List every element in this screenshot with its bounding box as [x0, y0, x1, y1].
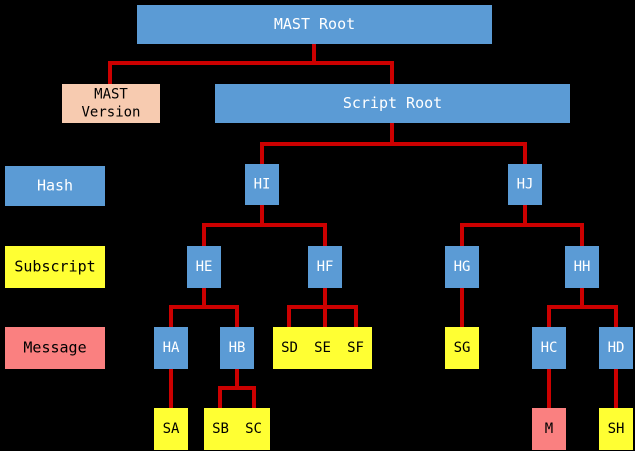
node-HB[interactable]: HB — [220, 327, 254, 369]
node-SF-label: SF — [347, 340, 364, 356]
legend-item-subscript[interactable]: Subscript — [5, 246, 105, 288]
node-SA[interactable]: SA — [154, 408, 188, 450]
node-HJ[interactable]: HJ — [508, 164, 542, 205]
node-script_root-rect — [215, 84, 570, 123]
edge-mast_root-to-script_root — [312, 44, 394, 84]
node-SH-rect — [599, 408, 633, 450]
node-SC-label: SC — [245, 421, 262, 437]
node-HF-rect — [308, 246, 342, 288]
edge-HH-to-HD — [580, 288, 618, 327]
edge-HI-to-HF — [260, 205, 327, 246]
edges-layer — [108, 44, 618, 408]
node-mast_root-rect — [137, 5, 492, 44]
legend-item-subscript-rect — [5, 246, 105, 288]
node-SD-label: SD — [281, 340, 298, 356]
node-SB[interactable]: SB — [204, 408, 237, 450]
node-SC[interactable]: SC — [237, 408, 270, 450]
node-SA-rect — [154, 408, 188, 450]
legend-item-subscript-label: Subscript — [14, 258, 95, 276]
node-SB-rect — [204, 408, 237, 450]
node-HB-label: HB — [229, 340, 246, 356]
edge-script_root-to-HJ — [390, 123, 527, 164]
node-HA-label: HA — [163, 340, 180, 356]
node-HF-label: HF — [317, 259, 334, 275]
node-HG-rect — [445, 246, 479, 288]
legend-item-message-label: Message — [23, 339, 86, 357]
node-HD[interactable]: HD — [599, 327, 633, 369]
node-SA-label: SA — [163, 421, 180, 437]
node-HF[interactable]: HF — [308, 246, 342, 288]
node-HI-rect — [245, 164, 279, 205]
node-mast_version-label: Version — [81, 105, 140, 121]
node-HD-label: HD — [608, 340, 625, 356]
node-HG[interactable]: HG — [445, 246, 479, 288]
node-mast_root-label: MAST Root — [274, 15, 355, 33]
legend-item-hash[interactable]: Hash — [5, 166, 105, 206]
node-mast_root[interactable]: MAST Root — [137, 5, 492, 44]
node-HE-rect — [187, 246, 221, 288]
node-SE[interactable]: SE — [306, 327, 339, 369]
node-HC-label: HC — [541, 340, 558, 356]
node-SH-label: SH — [608, 421, 625, 437]
node-mast_version-rect — [62, 84, 160, 123]
node-HA-rect — [154, 327, 188, 369]
node-SF-rect — [339, 327, 372, 369]
edge-HE-to-HB — [202, 288, 239, 327]
node-script_root[interactable]: Script Root — [215, 84, 570, 123]
node-HE[interactable]: HE — [187, 246, 221, 288]
node-mast_version[interactable]: MAST Version — [62, 84, 160, 123]
node-HI-label: HI — [254, 177, 271, 193]
node-HC-rect — [532, 327, 566, 369]
node-HB-rect — [220, 327, 254, 369]
node-SD[interactable]: SD — [273, 327, 306, 369]
edge-HJ-to-HH — [523, 205, 584, 246]
node-HH[interactable]: HH — [565, 246, 599, 288]
node-SF[interactable]: SF — [339, 327, 372, 369]
node-SB-label: SB — [212, 421, 229, 437]
node-script_root-label: Script Root — [343, 94, 442, 112]
edge-HB-to-SC — [235, 369, 256, 408]
node-SG-label: SG — [454, 340, 471, 356]
node-SD-rect — [273, 327, 306, 369]
node-M-label: M — [545, 421, 553, 437]
node-mast_version-label: MAST — [94, 87, 128, 103]
node-HG-label: HG — [454, 259, 471, 275]
node-SH[interactable]: SH — [599, 408, 633, 450]
legend-item-hash-label: Hash — [37, 177, 73, 195]
node-SC-rect — [237, 408, 270, 450]
node-SE-label: SE — [314, 340, 331, 356]
node-HI[interactable]: HI — [245, 164, 279, 205]
edge-HF-to-SF — [323, 288, 358, 327]
node-HH-rect — [565, 246, 599, 288]
node-HJ-label: HJ — [517, 177, 534, 193]
node-HD-rect — [599, 327, 633, 369]
node-HH-label: HH — [574, 259, 591, 275]
node-HC[interactable]: HC — [532, 327, 566, 369]
node-HA[interactable]: HA — [154, 327, 188, 369]
node-HJ-rect — [508, 164, 542, 205]
node-SE-rect — [306, 327, 339, 369]
legend-item-message[interactable]: Message — [5, 327, 105, 369]
node-M[interactable]: M — [532, 408, 566, 450]
legend-item-message-rect — [5, 327, 105, 369]
legend-item-hash-rect — [5, 166, 105, 206]
node-SG[interactable]: SG — [445, 327, 479, 369]
node-M-rect — [532, 408, 566, 450]
node-SG-rect — [445, 327, 479, 369]
node-HE-label: HE — [196, 259, 213, 275]
